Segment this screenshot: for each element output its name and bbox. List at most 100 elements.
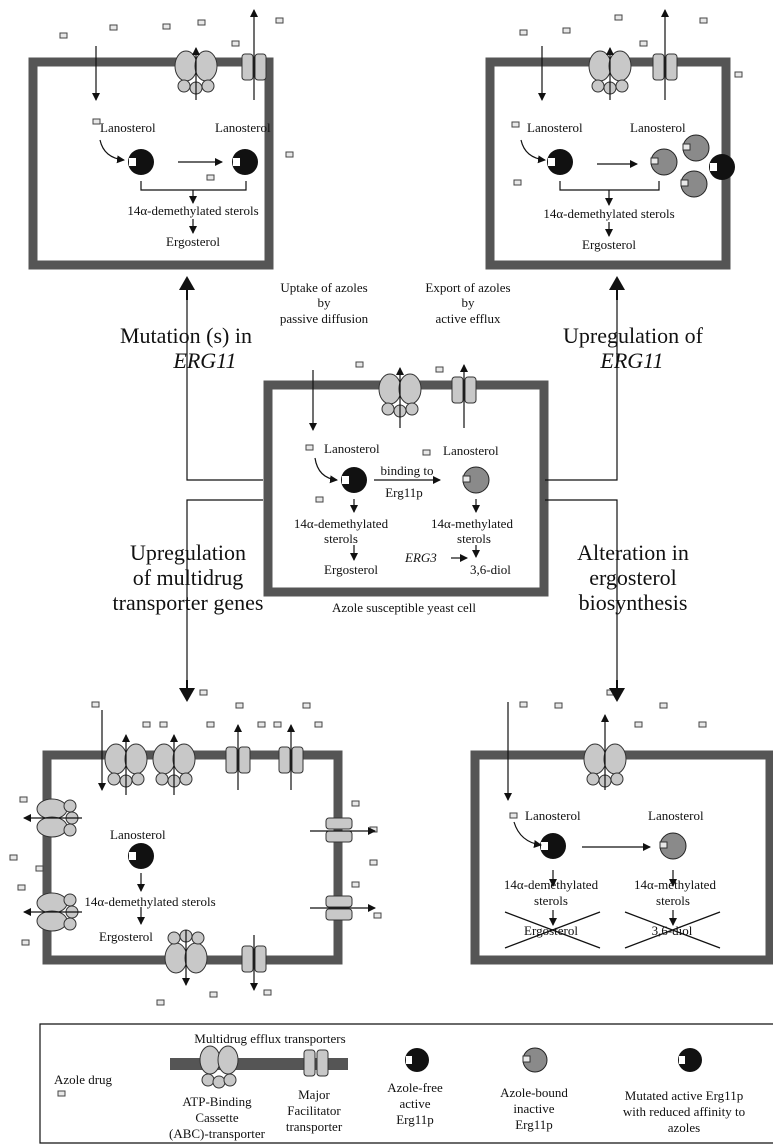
legend-mf-line: transporter (286, 1119, 343, 1134)
azole-free-erg11p-icon (540, 833, 566, 859)
export-caption-line: Export of azoles (425, 280, 510, 295)
azole-bound-erg11p-icon (650, 134, 710, 198)
abc-transporter-icon (164, 929, 208, 974)
cell-bottom-right (470, 750, 773, 965)
label-erg3: ERG3 (404, 550, 437, 565)
mechanism-upregulation-gene: ERG11 (599, 348, 663, 373)
label-methylated: 14α-methylated (431, 516, 513, 531)
mf-transporter-icon (241, 945, 267, 973)
mutated-erg11p-icon (341, 467, 367, 493)
connector-lines (186, 290, 618, 685)
azole-free-erg11p-icon (232, 149, 258, 175)
cell-caption: Azole susceptible yeast cell (332, 600, 476, 615)
legend-mutated-line: with reduced affinity to (623, 1104, 745, 1119)
azole-free-erg11p-icon (405, 1048, 429, 1072)
label-ergosterol: Ergosterol (582, 237, 636, 252)
mutated-erg11p-icon (678, 1048, 702, 1072)
abc-transporter-icon (104, 743, 148, 788)
blocked-cross-icon (504, 911, 721, 949)
label-lanosterol: Lanosterol (525, 808, 581, 823)
azole-free-erg11p-icon (128, 149, 154, 175)
mechanism-multidrug-line: of multidrug (133, 565, 244, 590)
label-ergosterol: Ergosterol (524, 923, 578, 938)
abc-transporter-icon (174, 50, 218, 95)
mechanism-upregulation-title: Upregulation of (563, 323, 704, 348)
abc-transporter-icon (583, 743, 627, 788)
mechanism-alteration-line: biosynthesis (579, 590, 688, 615)
azole-free-erg11p-icon (128, 843, 154, 869)
export-caption-line: by (462, 295, 476, 310)
legend-azole-free-line: active (399, 1096, 430, 1111)
mf-transporter-icon (325, 817, 353, 843)
label-lanosterol: Lanosterol (527, 120, 583, 135)
uptake-caption-line: Uptake of azoles (280, 280, 367, 295)
mechanism-alteration-line: ergosterol (589, 565, 677, 590)
label-ergosterol: Ergosterol (99, 929, 153, 944)
abc-transporter-icon (588, 50, 632, 95)
uptake-caption-line: by (318, 295, 332, 310)
label-erg11p: Erg11p (385, 485, 423, 500)
label-lanosterol: Lanosterol (215, 120, 271, 135)
legend-mutated-line: Mutated active Erg11p (625, 1088, 743, 1103)
label-sterols: sterols (457, 531, 491, 546)
legend-mutated-line: azoles (668, 1120, 700, 1135)
label-lanosterol: Lanosterol (630, 120, 686, 135)
label-demethylated-sterols: 14α-demethylated sterols (543, 206, 674, 221)
azole-drug-icon (57, 1090, 66, 1097)
mf-transporter-icon (325, 895, 353, 921)
abc-transporter-icon (152, 743, 196, 788)
mf-transporter-icon (451, 376, 477, 404)
legend-azole-drug: Azole drug (54, 1072, 113, 1087)
azole-bound-erg11p-icon (462, 466, 490, 494)
mechanism-alteration-line: Alteration in (577, 540, 689, 565)
legend-azole-free-line: Azole-free (387, 1080, 443, 1095)
mechanism-mutation-gene: ERG11 (172, 348, 236, 373)
label-ergosterol: Ergosterol (324, 562, 378, 577)
azole-bound-erg11p-icon (522, 1047, 548, 1073)
abc-transporter-icon (199, 1045, 239, 1089)
label-binding-to: binding to (380, 463, 433, 478)
label-demethylated: 14α-demethylated (294, 516, 389, 531)
label-demethylated-sterols: 14α-demethylated sterols (127, 203, 258, 218)
legend-abc-line: ATP-Binding (182, 1094, 252, 1109)
uptake-caption-line: passive diffusion (280, 311, 369, 326)
azole-free-erg11p-icon (547, 149, 573, 175)
label-lanosterol: Lanosterol (100, 120, 156, 135)
label-methylated: 14α-methylated (634, 877, 716, 892)
legend-mf-line: Facilitator (287, 1103, 341, 1118)
transport-arrows (23, 9, 669, 991)
mechanism-multidrug-line: Upregulation (130, 540, 246, 565)
mf-transporter-icon (278, 746, 304, 774)
legend-title: Multidrug efflux transporters (194, 1031, 345, 1046)
legend-azole-bound-line: inactive (513, 1101, 554, 1116)
legend-abc-line: Cassette (195, 1110, 239, 1125)
label-diol: 3,6-diol (470, 562, 511, 577)
label-lanosterol: Lanosterol (324, 441, 380, 456)
label-demethylated-sterols: 14α-demethylated sterols (84, 894, 215, 909)
export-caption-line: active efflux (435, 311, 501, 326)
label-sterols: sterols (656, 893, 690, 908)
legend-mf-line: Major (298, 1087, 330, 1102)
azole-free-erg11p-icon (709, 154, 735, 180)
legend-azole-bound-line: Erg11p (515, 1117, 553, 1132)
label-sterols: sterols (534, 893, 568, 908)
mf-transporter-icon (225, 746, 251, 774)
mechanism-multidrug-line: transporter genes (113, 590, 264, 615)
cell-top-left (28, 57, 274, 270)
label-lanosterol: Lanosterol (110, 827, 166, 842)
abc-transporter-icon (36, 798, 79, 838)
label-lanosterol: Lanosterol (648, 808, 704, 823)
pathway-arrows (99, 139, 677, 926)
label-lanosterol: Lanosterol (443, 443, 499, 458)
label-diol: 3,6-diol (652, 923, 693, 938)
abc-transporter-icon (378, 373, 422, 418)
legend-azole-free-line: Erg11p (396, 1112, 434, 1127)
legend-azole-bound-line: Azole-bound (500, 1085, 568, 1100)
legend-abc-line: (ABC)-transporter (169, 1126, 266, 1141)
mf-transporter-icon (241, 53, 267, 81)
azole-bound-erg11p-icon (659, 832, 687, 860)
mf-transporter-icon (652, 53, 678, 81)
azole-drug-icons (9, 14, 743, 1006)
label-demethylated: 14α-demethylated (504, 877, 599, 892)
